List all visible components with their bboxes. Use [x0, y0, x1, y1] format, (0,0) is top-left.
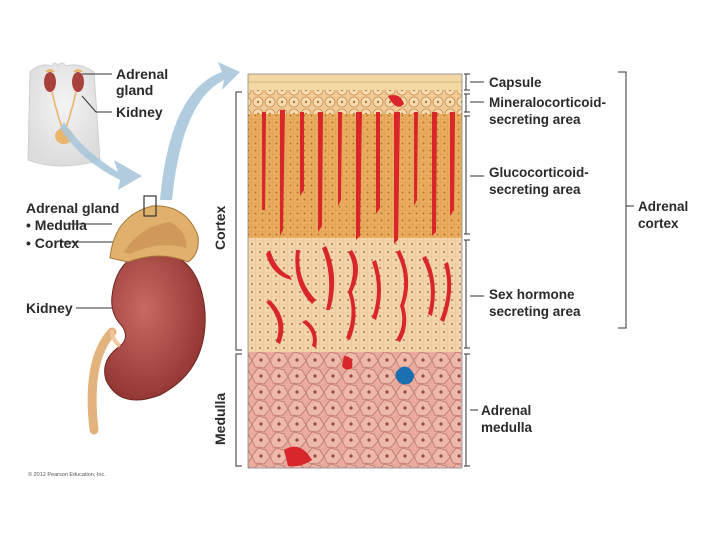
- label-sex-hormone-line1: Sex hormone: [489, 287, 575, 302]
- label-capsule: Capsule: [489, 75, 542, 90]
- label-gland-line2: gland: [116, 82, 154, 98]
- kidney-illustration: [87, 195, 206, 435]
- arrow-to-section: [160, 62, 240, 200]
- label-adrenal-gland-top: Adrenal gland: [116, 66, 168, 98]
- label-glucocorticoid: Glucocorticoid- secreting area: [489, 164, 589, 198]
- body-silhouette: [27, 62, 101, 167]
- label-kidney: Kidney: [26, 300, 73, 316]
- label-kidney-top: Kidney: [116, 104, 163, 120]
- label-sex-hormone-line2: secreting area: [489, 304, 581, 319]
- label-medulla-vertical: Medulla: [212, 392, 228, 445]
- label-adrenal-gland: Adrenal gland: [26, 200, 120, 216]
- label-adrenal-cortex-line1: Adrenal: [638, 199, 689, 214]
- label-adrenal-medulla-line1: Adrenal: [481, 403, 532, 418]
- label-mineralocorticoid-line2: secreting area: [489, 112, 581, 127]
- label-adrenal-line1: Adrenal: [116, 66, 169, 82]
- label-mineralocorticoid-line1: Mineralocorticoid-: [489, 95, 607, 110]
- label-adrenal-medulla: Adrenal medulla: [481, 402, 532, 436]
- label-adrenal-cortex-line2: cortex: [638, 216, 679, 231]
- tissue-section: [247, 73, 463, 469]
- copyright-text: © 2012 Pearson Education, Inc.: [28, 472, 106, 478]
- label-adrenal-medulla-line2: medulla: [481, 420, 533, 435]
- label-glucocorticoid-line2: secreting area: [489, 182, 581, 197]
- label-adrenal-cortex: Adrenal cortex: [638, 198, 688, 232]
- label-cortex-bullet: • Cortex: [26, 235, 80, 251]
- label-glucocorticoid-line1: Glucocorticoid-: [489, 165, 589, 180]
- label-mineralocorticoid: Mineralocorticoid- secreting area: [489, 94, 606, 128]
- arrow-to-kidney: [60, 122, 142, 190]
- label-medulla-bullet: • Medulla: [26, 217, 87, 233]
- label-cortex-vertical: Cortex: [212, 205, 228, 250]
- label-sex-hormone: Sex hormone secreting area: [489, 286, 581, 320]
